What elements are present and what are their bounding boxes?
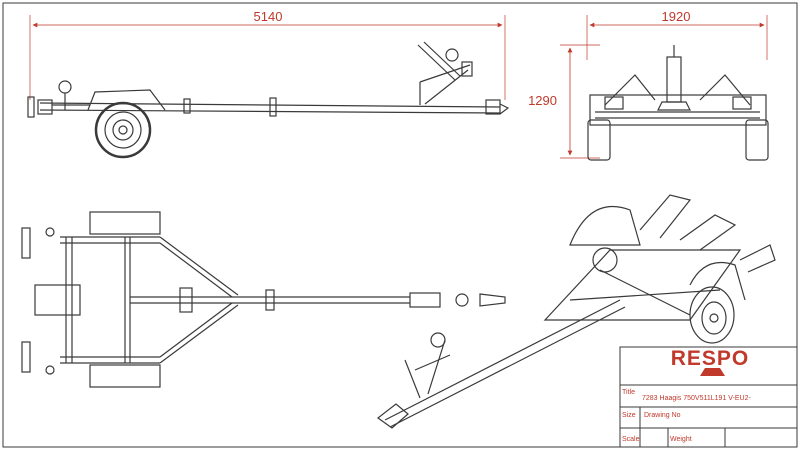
title-value: 7283 Haagis 750V511L191 V-EU2- <box>642 395 752 402</box>
front-view: 1920 1290 <box>528 9 769 161</box>
front-winch-post <box>657 45 691 111</box>
length-dimension <box>29 15 506 100</box>
iso-fender-near <box>689 261 746 301</box>
weight-label: Weight <box>670 436 692 443</box>
front-bunk-supports <box>604 74 752 110</box>
top-coupling <box>409 292 506 308</box>
iso-bow-stand <box>404 332 451 399</box>
side-bow-stand <box>417 41 473 105</box>
front-right-wheel <box>745 119 769 161</box>
iso-coupling <box>376 403 409 429</box>
front-frame <box>589 94 767 126</box>
side-fender <box>87 89 166 111</box>
iso-drawbar <box>384 299 626 428</box>
iso-fender-far <box>569 206 641 246</box>
width-dimension-value: 1920 <box>662 9 691 24</box>
iso-bunks <box>639 194 776 273</box>
iso-frame <box>543 249 742 321</box>
side-view: 5140 <box>27 9 510 159</box>
side-cross-members <box>183 97 277 117</box>
iso-wheel-far <box>592 247 618 273</box>
width-dimension <box>586 15 768 60</box>
scale-label: Scale <box>622 436 640 443</box>
brand-mark-icon <box>700 368 725 376</box>
top-fender-lower <box>89 364 161 388</box>
side-rear-lights <box>27 80 90 118</box>
size-label: Size <box>622 412 636 419</box>
front-left-wheel <box>587 119 611 161</box>
top-rear-lights <box>21 227 81 375</box>
iso-wheel-near <box>689 286 735 344</box>
top-view <box>21 211 506 388</box>
title-label: Title <box>622 389 635 396</box>
side-wheel <box>94 101 152 159</box>
top-fender-upper <box>89 211 161 235</box>
drawing-no-label: Drawing No <box>644 412 681 419</box>
brand-logo: RESPO <box>671 347 750 370</box>
isometric-view <box>376 194 776 429</box>
side-coupling <box>485 99 510 115</box>
title-block: RESPO Title 7283 Haagis 750V511L191 V-EU… <box>619 346 798 448</box>
top-frame <box>60 236 160 364</box>
height-dimension <box>560 44 600 159</box>
height-dimension-value: 1290 <box>528 93 557 108</box>
top-drawbar <box>130 236 410 364</box>
top-rollers <box>179 287 275 313</box>
length-dimension-value: 5140 <box>254 9 283 24</box>
